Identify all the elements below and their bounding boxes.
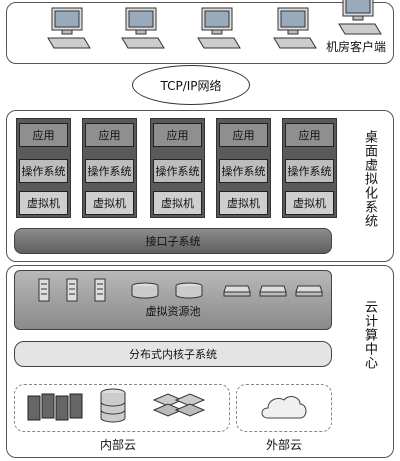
kernel-subsystem-bar: 分布式内核子系统 [14, 341, 332, 367]
outer-cloud-label: 外部云 [266, 438, 303, 452]
vm-stack: 应用 操作系统 虚拟机 [216, 118, 271, 218]
cloud-title: 云计算中心 [362, 300, 377, 370]
network-ellipse: TCP/IP网络 [132, 65, 250, 105]
vm-app-label: 应用 [285, 123, 334, 147]
vm-app-label: 应用 [19, 123, 68, 147]
network-label: TCP/IP网络 [160, 78, 222, 93]
vm-app-label: 应用 [219, 123, 268, 147]
vm-vm-label: 虚拟机 [153, 191, 202, 215]
vm-stack: 应用 操作系统 虚拟机 [150, 118, 205, 218]
inner-cloud-label: 内部云 [100, 438, 137, 452]
vm-os-label: 操作系统 [153, 159, 202, 183]
router-icon [295, 285, 323, 297]
computer-icon [194, 6, 250, 50]
storage-array-icon [152, 393, 206, 417]
resource-pool-box: 虚拟资源池 [14, 270, 332, 330]
computer-icon [44, 6, 100, 50]
vm-app-label: 应用 [85, 123, 134, 147]
vm-os-label: 操作系统 [19, 159, 68, 183]
router-icon [259, 285, 287, 297]
vm-vm-label: 虚拟机 [219, 191, 268, 215]
storage-disk-icon [131, 282, 159, 299]
server-icon [94, 278, 106, 302]
computer-icon [270, 6, 326, 50]
vm-vm-label: 虚拟机 [285, 191, 334, 215]
vm-vm-label: 虚拟机 [19, 191, 68, 215]
vm-vm-label: 虚拟机 [85, 191, 134, 215]
client-label: 机房客户端 [325, 40, 386, 54]
desktop-title: 桌面虚拟化系统 [362, 130, 377, 228]
vm-os-label: 操作系统 [285, 159, 334, 183]
vm-stack: 应用 操作系统 虚拟机 [282, 118, 337, 218]
computer-icon [118, 6, 174, 50]
computer-icon [335, 0, 391, 36]
outer-cloud-box [236, 384, 332, 432]
cloud-icon [261, 396, 307, 419]
interface-subsystem-bar: 接口子系统 [14, 228, 332, 254]
vm-app-label: 应用 [153, 123, 202, 147]
server-icon [38, 278, 50, 302]
vm-os-label: 操作系统 [85, 159, 134, 183]
pool-label: 虚拟资源池 [145, 305, 201, 318]
interface-label: 接口子系统 [145, 235, 201, 248]
router-icon [223, 285, 251, 297]
vm-stack: 应用 操作系统 虚拟机 [16, 118, 71, 218]
vm-stack: 应用 操作系统 虚拟机 [82, 118, 137, 218]
server-icon [66, 278, 78, 302]
kernel-label: 分布式内核子系统 [129, 348, 217, 361]
inner-cloud-box [14, 384, 230, 432]
server-rack-icon [27, 393, 83, 421]
vm-os-label: 操作系统 [219, 159, 268, 183]
database-icon [100, 388, 126, 423]
storage-disk-icon [175, 282, 203, 299]
